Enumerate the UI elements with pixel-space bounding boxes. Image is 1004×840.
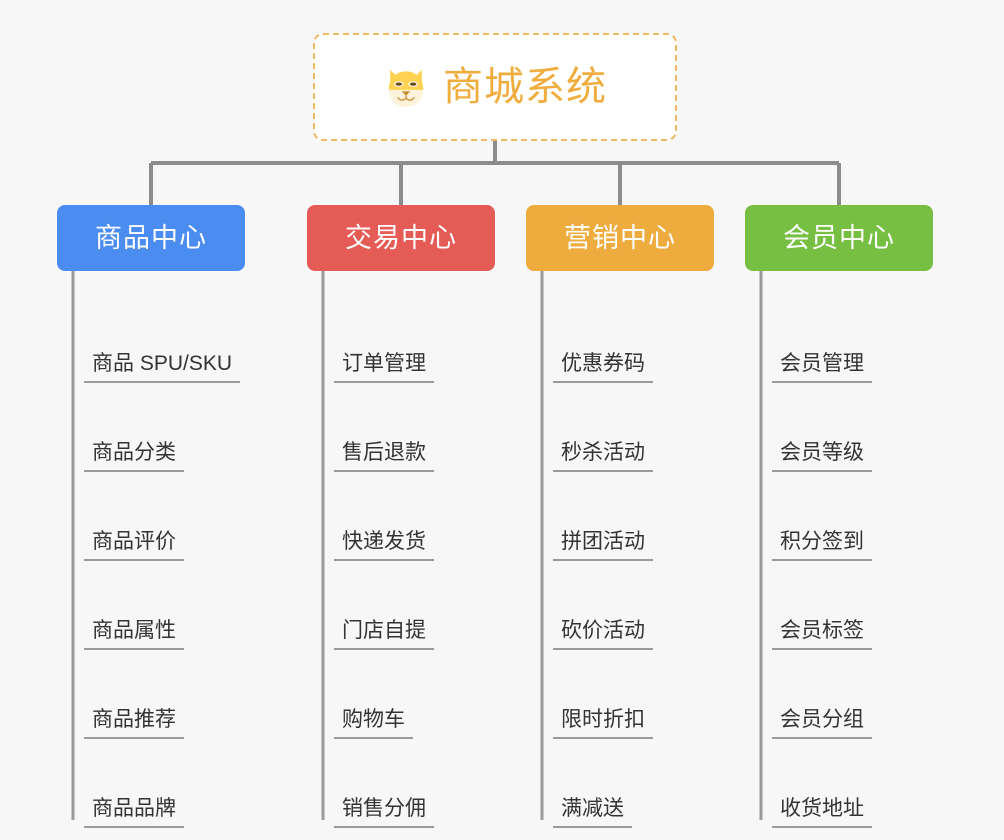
leaf-label: 销售分佣 xyxy=(334,798,434,828)
leaf-label: 门店自提 xyxy=(334,620,434,650)
leaf-item[interactable]: 限时折扣 xyxy=(542,650,714,739)
branch-column-1: 交易中心 订单管理 售后退款 快递发货 门店自提 购物车 xyxy=(307,205,495,828)
leaf-label: 砍价活动 xyxy=(553,620,653,650)
leaf-list-3: 会员管理 会员等级 积分签到 会员标签 会员分组 收货地址 xyxy=(745,294,933,828)
branch-header-0[interactable]: 商品中心 xyxy=(57,205,245,271)
branch-header-label-3: 会员中心 xyxy=(783,222,895,253)
leaf-label: 积分签到 xyxy=(772,531,872,561)
leaf-label: 商品推荐 xyxy=(84,709,184,739)
branch-header-label-0: 商品中心 xyxy=(95,222,207,253)
leaf-list-0: 商品 SPU/SKU 商品分类 商品评价 商品属性 商品推荐 商品品牌 xyxy=(57,294,245,828)
leaf-item[interactable]: 会员分组 xyxy=(761,650,933,739)
leaf-item[interactable]: 购物车 xyxy=(323,650,495,739)
leaf-label: 秒杀活动 xyxy=(553,442,653,472)
leaf-item[interactable]: 售后退款 xyxy=(323,383,495,472)
leaf-item[interactable]: 商品品牌 xyxy=(73,739,245,828)
leaf-item[interactable]: 优惠券码 xyxy=(542,294,714,383)
branch-column-0: 商品中心 商品 SPU/SKU 商品分类 商品评价 商品属性 商品推荐 xyxy=(57,205,245,828)
leaf-label: 商品 SPU/SKU xyxy=(84,353,241,383)
leaf-label: 购物车 xyxy=(334,709,413,739)
leaf-item[interactable]: 商品评价 xyxy=(73,472,245,561)
leaf-label: 限时折扣 xyxy=(553,709,653,739)
leaf-item[interactable]: 销售分佣 xyxy=(323,739,495,828)
leaf-label: 会员标签 xyxy=(772,620,872,650)
leaf-item[interactable]: 会员等级 xyxy=(761,383,933,472)
leaf-label: 商品分类 xyxy=(84,442,184,472)
leaf-list-1: 订单管理 售后退款 快递发货 门店自提 购物车 销售分佣 xyxy=(307,294,495,828)
leaf-item[interactable]: 商品推荐 xyxy=(73,650,245,739)
branch-header-1[interactable]: 交易中心 xyxy=(307,205,495,271)
leaf-item[interactable]: 满减送 xyxy=(542,739,714,828)
branch-header-3[interactable]: 会员中心 xyxy=(745,205,933,271)
leaf-label: 商品属性 xyxy=(84,620,184,650)
leaf-item[interactable]: 砍价活动 xyxy=(542,561,714,650)
leaf-item[interactable]: 拼团活动 xyxy=(542,472,714,561)
leaf-label: 商品评价 xyxy=(84,531,184,561)
leaf-item[interactable]: 商品 SPU/SKU xyxy=(73,294,245,383)
leaf-label: 收货地址 xyxy=(772,798,872,828)
leaf-label: 满减送 xyxy=(553,798,632,828)
leaf-item[interactable]: 商品分类 xyxy=(73,383,245,472)
root-title: 商城系统 xyxy=(443,65,607,109)
leaf-item[interactable]: 门店自提 xyxy=(323,561,495,650)
leaf-item[interactable]: 快递发货 xyxy=(323,472,495,561)
leaf-item[interactable]: 积分签到 xyxy=(761,472,933,561)
leaf-list-2: 优惠券码 秒杀活动 拼团活动 砍价活动 限时折扣 满减送 xyxy=(526,294,714,828)
root-node[interactable]: 商城系统 xyxy=(313,33,677,141)
leaf-label: 优惠券码 xyxy=(553,353,653,383)
leaf-item[interactable]: 秒杀活动 xyxy=(542,383,714,472)
leaf-label: 拼团活动 xyxy=(553,531,653,561)
leaf-item[interactable]: 会员管理 xyxy=(761,294,933,383)
leaf-label: 售后退款 xyxy=(334,442,434,472)
leaf-item[interactable]: 会员标签 xyxy=(761,561,933,650)
leaf-label: 会员分组 xyxy=(772,709,872,739)
leaf-label: 商品品牌 xyxy=(84,798,184,828)
branch-header-label-1: 交易中心 xyxy=(345,222,457,253)
leaf-label: 快递发货 xyxy=(334,531,434,561)
leaf-item[interactable]: 收货地址 xyxy=(761,739,933,828)
leaf-item[interactable]: 订单管理 xyxy=(323,294,495,383)
leaf-label: 会员等级 xyxy=(772,442,872,472)
leaf-label: 订单管理 xyxy=(334,353,434,383)
shiba-dog-face-icon xyxy=(388,69,424,108)
branch-column-2: 营销中心 优惠券码 秒杀活动 拼团活动 砍价活动 限时折扣 xyxy=(526,205,714,828)
branch-header-2[interactable]: 营销中心 xyxy=(526,205,714,271)
branch-column-3: 会员中心 会员管理 会员等级 积分签到 会员标签 会员分组 xyxy=(745,205,933,828)
leaf-label: 会员管理 xyxy=(772,353,872,383)
leaf-item[interactable]: 商品属性 xyxy=(73,561,245,650)
branch-header-label-2: 营销中心 xyxy=(564,222,676,253)
